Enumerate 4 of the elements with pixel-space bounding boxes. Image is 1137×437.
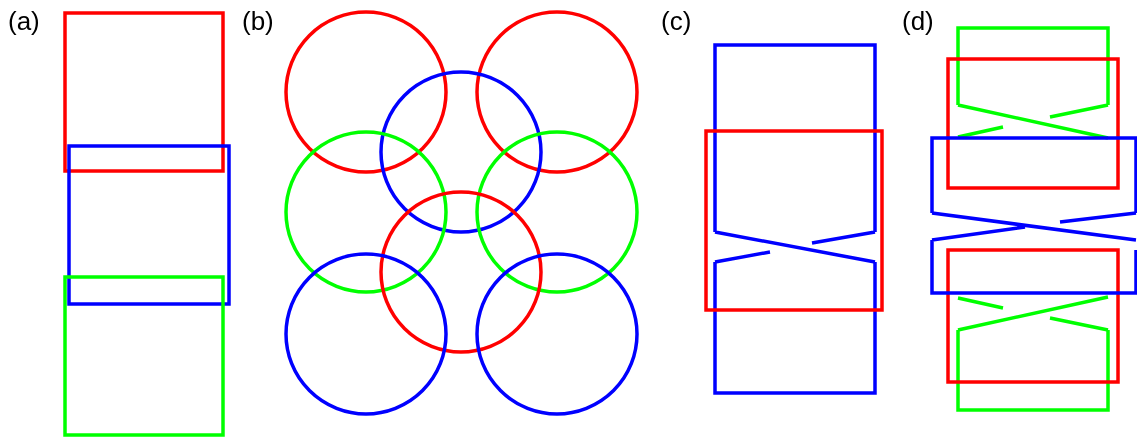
panel-label: (c) xyxy=(661,8,692,34)
panel-label: (d) xyxy=(902,8,934,34)
panel-label: (a) xyxy=(8,8,40,34)
panel-label: (b) xyxy=(242,8,274,34)
